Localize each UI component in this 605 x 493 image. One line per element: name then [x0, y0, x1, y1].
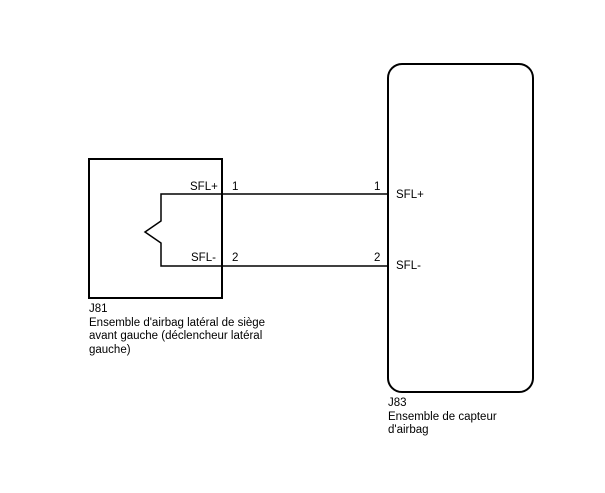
left-pin-1: 1 [232, 181, 239, 193]
left-component-caption: J81 Ensemble d'airbag latéral de siège a… [89, 303, 265, 357]
left-pin-2: 2 [232, 252, 239, 264]
squib-symbol [143, 193, 222, 267]
right-pin-2: 2 [374, 252, 381, 264]
right-pin-1: 1 [374, 181, 381, 193]
right-component-caption: J83 Ensemble de capteur d'airbag [388, 397, 497, 438]
left-component-desc-line-3: gauche) [89, 343, 131, 356]
right-component-id: J83 [388, 397, 407, 409]
left-component-desc-line-2: avant gauche (déclencheur latéral [89, 330, 263, 342]
right-component-desc-line-1: Ensemble de capteur [388, 410, 497, 423]
right-component-desc-line-2: d'airbag [388, 424, 429, 436]
right-component-box [387, 63, 534, 393]
right-terminal-sfl-plus-label: SFL+ [396, 189, 424, 201]
left-terminal-sfl-plus-label: SFL+ [190, 181, 218, 193]
left-component-box [88, 158, 223, 299]
right-terminal-sfl-minus-label: SFL- [396, 260, 421, 272]
left-terminal-sfl-minus-label: SFL- [191, 252, 216, 264]
left-component-desc-line-1: Ensemble d'airbag latéral de siège [89, 316, 266, 329]
left-component-id: J81 [89, 303, 108, 315]
